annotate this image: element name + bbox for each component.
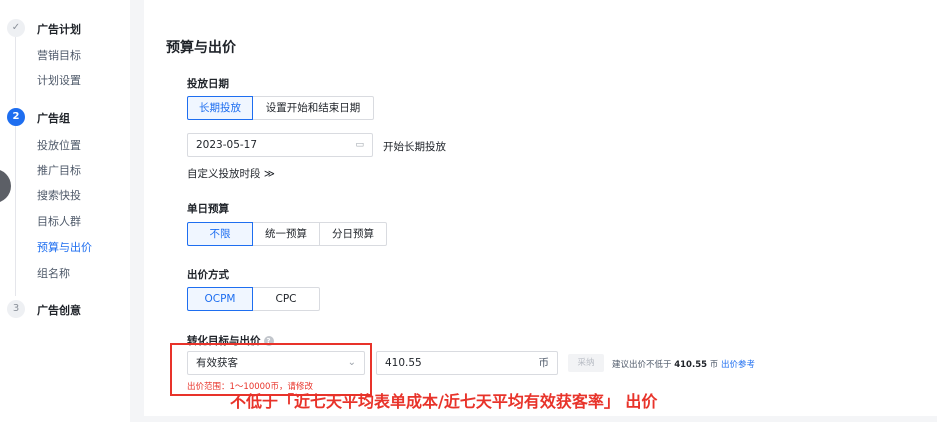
suggested-bid: 建议出价不低于 410.55 币 出价参考 bbox=[612, 358, 755, 370]
step-2-number: 2 bbox=[7, 108, 25, 126]
bidding-label: 出价方式 bbox=[187, 269, 229, 281]
adopt-button[interactable]: 采纳 bbox=[568, 354, 604, 372]
sidebar-item-budget-bid[interactable]: 预算与出价 bbox=[37, 241, 92, 254]
option-long-term[interactable]: 长期投放 bbox=[187, 96, 253, 120]
bid-value: 410.55 bbox=[385, 357, 422, 369]
step-1-check-icon: ✓ bbox=[7, 19, 25, 37]
help-icon[interactable]: ? bbox=[263, 336, 274, 346]
bid-input[interactable]: 410.55 币 bbox=[376, 351, 558, 375]
start-date-value: 2023-05-17 bbox=[196, 139, 258, 151]
step-rail bbox=[15, 126, 16, 296]
annotation-text: 不低于「近七天平均表单成本/近七天平均有效获客率」 出价 bbox=[230, 392, 658, 411]
suggest-prefix: 建议出价不低于 bbox=[612, 360, 672, 370]
custom-schedule-link[interactable]: 自定义投放时段 ≫ bbox=[187, 168, 275, 180]
sidebar-item-search-boost[interactable]: 搜索快投 bbox=[37, 189, 81, 202]
bid-reference-link[interactable]: 出价参考 bbox=[720, 360, 755, 370]
sidebar-item-plan-settings[interactable]: 计划设置 bbox=[37, 74, 81, 87]
sidebar-item-promotion-goal[interactable]: 推广目标 bbox=[37, 164, 81, 177]
collapse-handle[interactable] bbox=[0, 169, 11, 203]
budget-label: 单日预算 bbox=[187, 203, 229, 215]
sidebar-item-audience[interactable]: 目标人群 bbox=[37, 215, 81, 228]
conversion-goal-value: 有效获客 bbox=[196, 357, 238, 369]
schedule-label: 投放日期 bbox=[187, 78, 229, 90]
conversion-goal-select[interactable]: 有效获客 ⌄ bbox=[187, 351, 365, 375]
step-title-plan[interactable]: 广告计划 bbox=[37, 23, 81, 36]
highlight-box bbox=[170, 343, 372, 396]
calendar-icon[interactable]: ▭ bbox=[355, 140, 364, 150]
suggest-unit: 币 bbox=[709, 360, 719, 370]
option-unlimited[interactable]: 不限 bbox=[187, 222, 253, 246]
sidebar-item-group-name[interactable]: 组名称 bbox=[37, 267, 70, 280]
suggest-value: 410.55 bbox=[674, 360, 708, 370]
bidding-segmented: OCPM CPC bbox=[187, 287, 320, 311]
step-3-number: 3 bbox=[7, 300, 25, 318]
sidebar-item-placement[interactable]: 投放位置 bbox=[37, 139, 81, 152]
option-cpc[interactable]: CPC bbox=[252, 287, 320, 311]
option-uniform-budget[interactable]: 统一预算 bbox=[252, 222, 320, 246]
page-title: 预算与出价 bbox=[166, 40, 236, 56]
date-hint: 开始长期投放 bbox=[383, 141, 446, 153]
sidebar-item-marketing-goal[interactable]: 营销目标 bbox=[37, 49, 81, 62]
bid-range-error: 出价范围：1～10000币，请修改 bbox=[187, 382, 313, 392]
step-title-ad-group[interactable]: 广告组 bbox=[37, 112, 70, 125]
bid-unit: 币 bbox=[538, 357, 550, 369]
sidebar: ✓ 广告计划 营销目标 计划设置 2 广告组 投放位置 推广目标 搜索快投 目标… bbox=[0, 0, 130, 422]
step-rail bbox=[15, 36, 16, 104]
start-date-input[interactable]: 2023-05-17 ▭ bbox=[187, 133, 373, 157]
option-daily-budget[interactable]: 分日预算 bbox=[319, 222, 387, 246]
step-title-creative[interactable]: 广告创意 bbox=[37, 304, 81, 317]
schedule-segmented: 长期投放 设置开始和结束日期 bbox=[187, 96, 374, 120]
option-ocpm[interactable]: OCPM bbox=[187, 287, 253, 311]
main-card: 预算与出价 投放日期 长期投放 设置开始和结束日期 2023-05-17 ▭ 开… bbox=[130, 0, 937, 416]
budget-segmented: 不限 统一预算 分日预算 bbox=[187, 222, 387, 246]
option-set-dates[interactable]: 设置开始和结束日期 bbox=[252, 96, 374, 120]
chevron-down-icon: ⌄ bbox=[347, 357, 356, 368]
